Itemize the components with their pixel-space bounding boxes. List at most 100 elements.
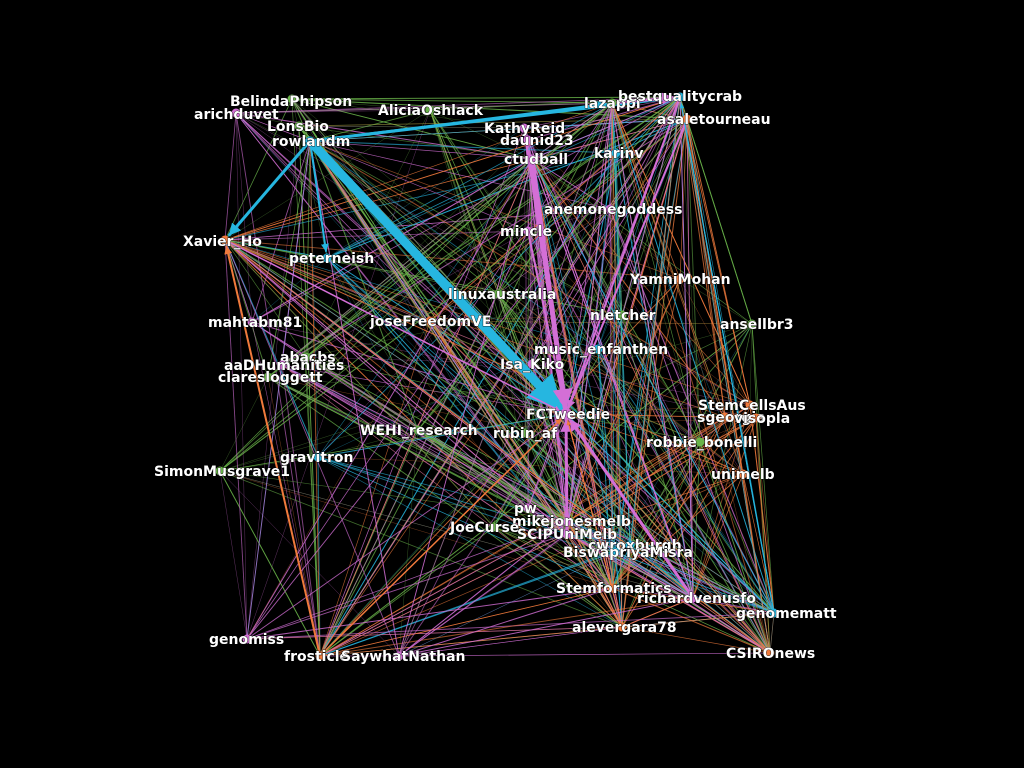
- node-aaDHumanities[interactable]: aaDHumanities: [224, 358, 345, 375]
- node-Stemformatics[interactable]: Stemformatics: [556, 581, 672, 598]
- node-JoeCurse[interactable]: JoeCurse: [449, 520, 520, 537]
- node-dot[interactable]: [215, 466, 225, 476]
- node-BelindaPhipson[interactable]: BelindaPhipson: [230, 94, 353, 111]
- node-dot[interactable]: [675, 92, 685, 102]
- node-abacbs[interactable]: abacbs: [280, 350, 336, 367]
- node-joseFreedomVE[interactable]: joseFreedomVE: [369, 314, 492, 331]
- node-dot[interactable]: [688, 593, 698, 603]
- node-Xavier_Ho[interactable]: Xavier_Ho: [183, 234, 263, 251]
- node-rowlandm[interactable]: rowlandm: [272, 134, 351, 151]
- node-dot[interactable]: [220, 235, 230, 245]
- node-dot[interactable]: [751, 413, 761, 423]
- node-dot[interactable]: [242, 634, 252, 644]
- node-dot[interactable]: [315, 651, 325, 661]
- node-richardvenusfo[interactable]: richardvenusfo: [637, 591, 757, 608]
- node-dot[interactable]: [520, 428, 530, 438]
- node-dot[interactable]: [625, 540, 635, 550]
- node-anemonegoddess[interactable]: anemonegoddess: [544, 202, 683, 219]
- node-visopla[interactable]: visopla: [734, 411, 791, 428]
- node-BiswapriyaMisra[interactable]: BiswapriyaMisra: [563, 545, 694, 562]
- node-dot[interactable]: [607, 98, 617, 108]
- node-SimonMusgrave1[interactable]: SimonMusgrave1: [154, 464, 291, 481]
- node-alevergara78[interactable]: alevergara78: [572, 620, 677, 637]
- node-dot[interactable]: [294, 121, 304, 131]
- node-dot[interactable]: [301, 352, 311, 362]
- node-karinv[interactable]: karinv: [594, 146, 644, 163]
- node-bestqualitycrab[interactable]: bestqualitycrab: [618, 89, 743, 106]
- node-dot[interactable]: [523, 135, 533, 145]
- node-dot[interactable]: [617, 310, 627, 320]
- node-dot[interactable]: [605, 204, 615, 214]
- node-SaywhatNathan[interactable]: SaywhatNathan: [341, 649, 466, 666]
- node-daunid23[interactable]: daunid23: [500, 133, 575, 150]
- node-dot[interactable]: [287, 94, 297, 104]
- node-dot[interactable]: [523, 503, 533, 513]
- node-dot[interactable]: [313, 452, 323, 462]
- node-WEHI_research[interactable]: WEHI_research: [360, 423, 479, 440]
- node-unimelb[interactable]: unimelb: [711, 467, 775, 484]
- node-rubin_af[interactable]: rubin_af: [493, 426, 559, 443]
- node-dot[interactable]: [610, 547, 620, 557]
- node-arichduvet[interactable]: arichduvet: [194, 107, 280, 124]
- node-Isa_Kiko[interactable]: Isa_Kiko: [500, 357, 565, 374]
- node-dot[interactable]: [611, 148, 621, 158]
- node-CSIROnews[interactable]: CSIROnews: [726, 646, 816, 663]
- node-pw_[interactable]: pw_: [514, 501, 545, 518]
- node-dot[interactable]: [738, 469, 748, 479]
- node-dot[interactable]: [247, 317, 257, 327]
- node-mincle[interactable]: mincle: [500, 224, 553, 241]
- node-StemCellsAus[interactable]: StemCellsAus: [698, 398, 807, 415]
- node-dot[interactable]: [523, 226, 533, 236]
- node-dot[interactable]: [617, 622, 627, 632]
- node-dot[interactable]: [675, 274, 685, 284]
- node-dot[interactable]: [695, 437, 705, 447]
- node-dot[interactable]: [563, 516, 573, 526]
- node-dot[interactable]: [322, 253, 332, 263]
- node-YamniMohan[interactable]: YamniMohan: [629, 272, 731, 289]
- node-dot[interactable]: [413, 425, 423, 435]
- node-dot[interactable]: [394, 651, 404, 661]
- node-dot[interactable]: [527, 154, 537, 164]
- node-AliciaOshlack[interactable]: AliciaOshlack: [378, 103, 485, 120]
- node-dot[interactable]: [425, 316, 435, 326]
- node-dot[interactable]: [765, 648, 775, 658]
- node-dot[interactable]: [560, 408, 572, 420]
- node-dot[interactable]: [593, 344, 603, 354]
- node-dot[interactable]: [562, 529, 572, 539]
- node-asaletourneau[interactable]: asaletourneau: [657, 112, 771, 129]
- node-claresloggett[interactable]: claresloggett: [218, 370, 324, 387]
- node-mahtabm81[interactable]: mahtabm81: [208, 315, 303, 332]
- node-music_enfanthen[interactable]: music_enfanthen: [534, 342, 669, 359]
- node-robbie_bonelli[interactable]: robbie_bonelli: [646, 435, 758, 452]
- node-lazappi[interactable]: lazappi: [584, 96, 641, 113]
- node-dot[interactable]: [720, 412, 730, 422]
- node-dot[interactable]: [305, 136, 315, 146]
- node-dot[interactable]: [519, 123, 529, 133]
- node-dot[interactable]: [682, 114, 692, 124]
- node-dot[interactable]: [489, 522, 499, 532]
- node-dot[interactable]: [425, 105, 435, 115]
- node-SCIPUniMelb[interactable]: SCIPUniMelb: [517, 527, 618, 544]
- node-nletcher[interactable]: nletcher: [590, 308, 657, 325]
- node-sgeorgia[interactable]: sgeorgia: [697, 410, 766, 427]
- node-ansellbr3[interactable]: ansellbr3: [720, 317, 794, 334]
- node-dot[interactable]: [745, 400, 755, 410]
- node-dot[interactable]: [277, 360, 287, 370]
- node-dot[interactable]: [769, 608, 779, 618]
- node-dot[interactable]: [493, 289, 503, 299]
- node-ctudball[interactable]: ctudball: [504, 152, 569, 169]
- node-peterneish[interactable]: peterneish: [289, 251, 375, 268]
- node-dot[interactable]: [747, 319, 757, 329]
- node-LonsBio[interactable]: LonsBio: [267, 119, 330, 136]
- node-dot[interactable]: [527, 359, 537, 369]
- node-dot[interactable]: [607, 583, 617, 593]
- node-frosticle[interactable]: frosticle: [284, 649, 350, 666]
- node-dot[interactable]: [231, 108, 241, 118]
- node-FCTweedie[interactable]: FCTweedie: [526, 407, 611, 424]
- node-linuxaustralia[interactable]: linuxaustralia: [448, 287, 557, 304]
- node-genomiss[interactable]: genomiss: [209, 632, 285, 649]
- node-KathyReid[interactable]: KathyReid: [484, 121, 566, 138]
- node-mikejonesmelb[interactable]: mikejonesmelb: [512, 514, 632, 531]
- node-genomematt[interactable]: genomematt: [736, 606, 838, 623]
- node-dot[interactable]: [263, 372, 273, 382]
